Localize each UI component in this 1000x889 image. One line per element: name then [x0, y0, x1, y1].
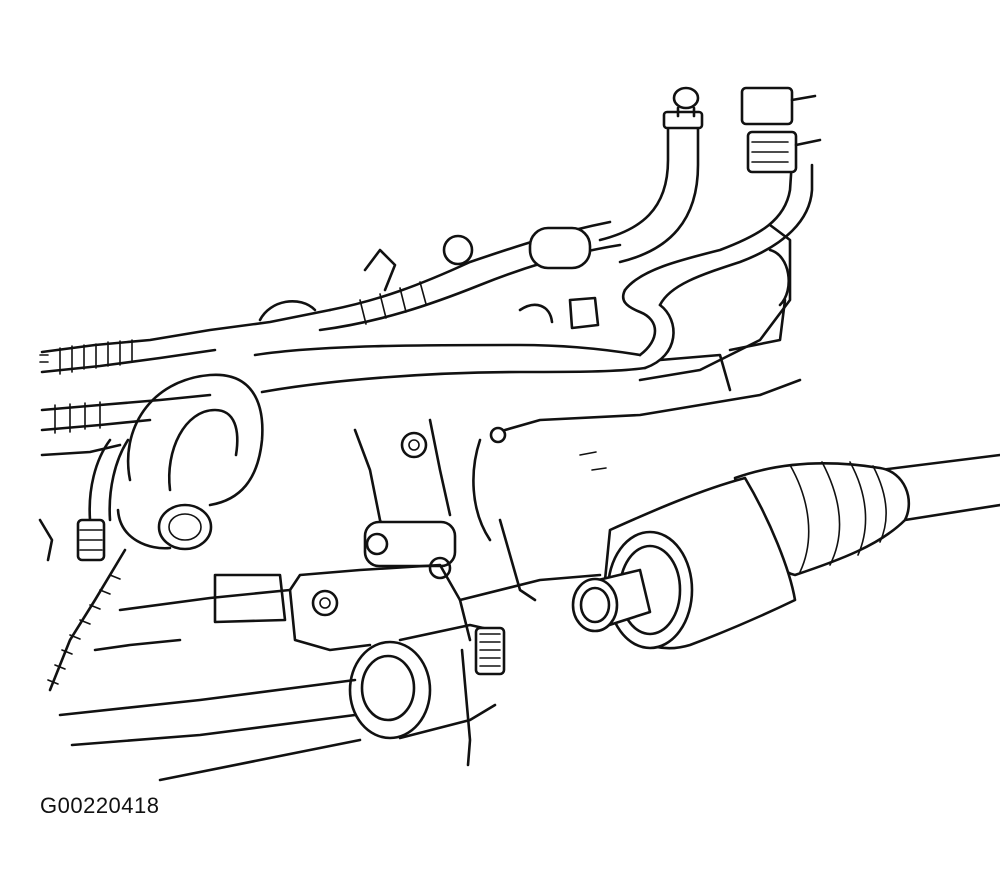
wiring-left	[38, 393, 212, 692]
outer-cv-joint	[571, 453, 1000, 650]
figure-id-label: G00220418	[40, 793, 160, 818]
detail-clips	[39, 234, 600, 444]
engine-cover	[503, 223, 802, 471]
harness-tube	[253, 158, 814, 394]
mount-bracket	[288, 418, 472, 652]
connector-plugs	[740, 86, 822, 174]
inner-shaft	[58, 623, 506, 782]
vertical-pipe	[528, 86, 704, 270]
subframe	[93, 438, 602, 767]
